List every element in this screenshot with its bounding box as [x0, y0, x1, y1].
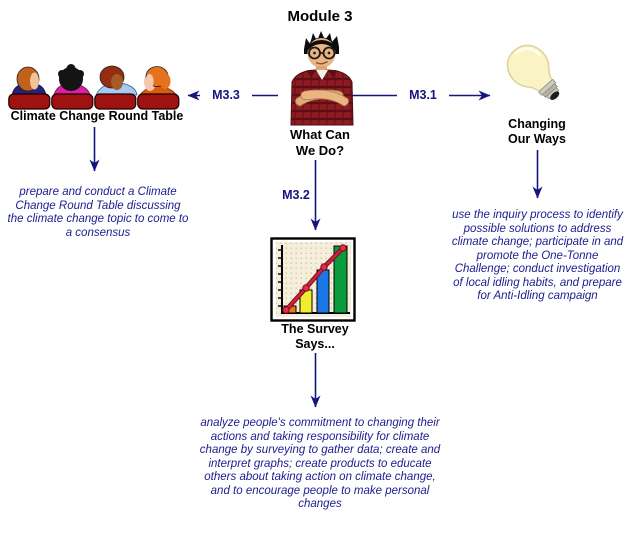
round-table-description: prepare and conduct a Climate Change Rou… [7, 186, 189, 239]
bar-graph-icon [270, 237, 356, 322]
student-photo-icon [290, 31, 354, 126]
connector-label-m3-3: M3.3 [200, 88, 252, 102]
module-title: Module 3 [287, 8, 353, 25]
changing-ways-node-label: Changing Our Ways [508, 117, 566, 146]
light-bulb-icon [506, 44, 560, 100]
changing-ways-description: use the inquiry process to identify poss… [451, 209, 624, 302]
round-table-node-label: Climate Change Round Table [10, 109, 184, 123]
survey-description: analyze people's commitment to changing … [199, 417, 441, 510]
connector-label-m3-1: M3.1 [397, 88, 449, 102]
connector-label-m3-2: M3.2 [282, 188, 310, 202]
round-table-people-icon [8, 64, 180, 110]
center-node-label: What Can We Do? [290, 127, 350, 158]
survey-node-label: The Survey Says... [281, 322, 349, 351]
